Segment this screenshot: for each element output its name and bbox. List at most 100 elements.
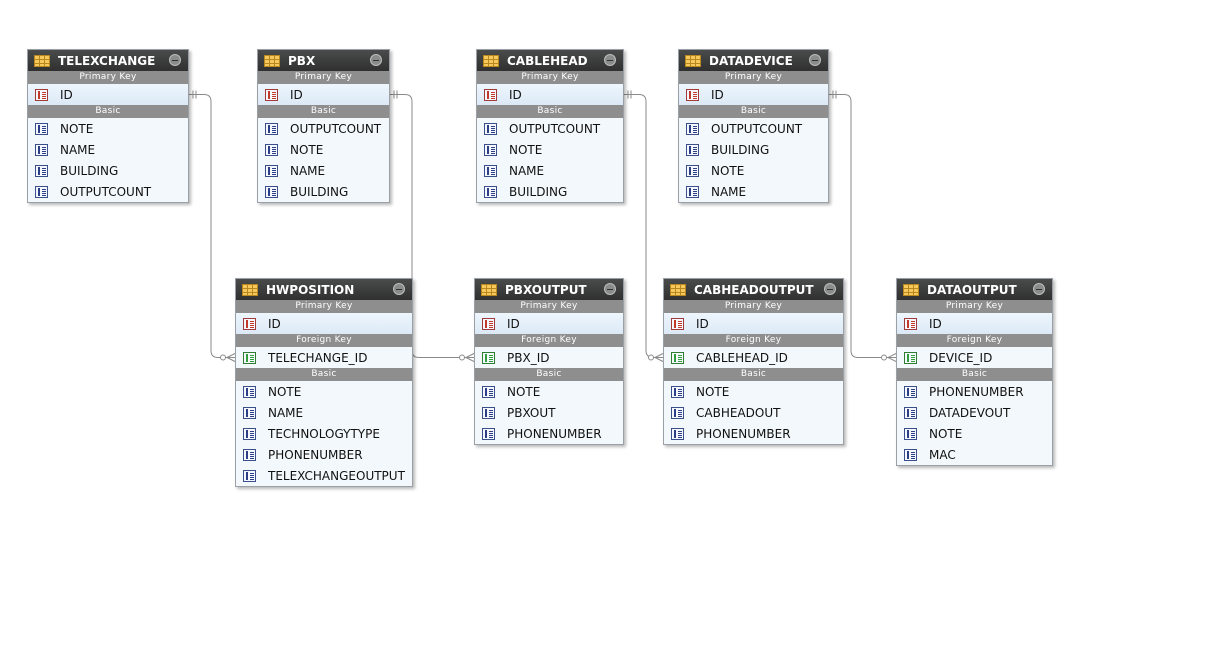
basic-column-row[interactable]: NOTE	[28, 118, 188, 139]
collapse-icon[interactable]	[370, 54, 382, 66]
basic-column-row[interactable]: BUILDING	[477, 181, 623, 202]
entity-header[interactable]: HWPOSITION	[236, 279, 412, 300]
primary-key-column-row[interactable]: ID	[475, 313, 623, 334]
table-icon	[242, 283, 258, 296]
foreign-key-column-icon	[482, 351, 495, 364]
basic-column-row[interactable]: PHONENUMBER	[475, 423, 623, 444]
many-marker	[465, 353, 475, 358]
basic-column-row[interactable]: BUILDING	[679, 139, 828, 160]
basic-column-row[interactable]: NOTE	[679, 160, 828, 181]
basic-column-row[interactable]: OUTPUTCOUNT	[477, 118, 623, 139]
foreign-key-column-row[interactable]: DEVICE_ID	[897, 347, 1052, 368]
column-icon	[482, 427, 495, 440]
primary-key-column-row[interactable]: ID	[477, 84, 623, 105]
basic-section-header: Basic	[236, 368, 412, 381]
primary-key-column-row[interactable]: ID	[664, 313, 843, 334]
column-name: NAME	[290, 163, 326, 178]
foreign-key-section-header: Foreign Key	[664, 334, 843, 347]
entity-header[interactable]: TELEXCHANGE	[28, 50, 188, 71]
foreign-key-column-row[interactable]: TELECHANGE_ID	[236, 347, 412, 368]
basic-column-row[interactable]: NOTE	[475, 381, 623, 402]
basic-column-row[interactable]: CABHEADOUT	[664, 402, 843, 423]
relationship-line[interactable]	[189, 94, 235, 358]
basic-column-row[interactable]: NOTE	[897, 423, 1052, 444]
column-name: ID	[268, 316, 281, 331]
column-name: PHONENUMBER	[268, 447, 363, 462]
basic-column-row[interactable]: NAME	[236, 402, 412, 423]
basic-section-header: Basic	[475, 368, 623, 381]
basic-column-row[interactable]: OUTPUTCOUNT	[258, 118, 389, 139]
basic-column-row[interactable]: NAME	[477, 160, 623, 181]
column-name: BUILDING	[60, 163, 119, 178]
entity-header[interactable]: CABLEHEAD	[477, 50, 623, 71]
column-icon	[904, 406, 917, 419]
entity-header[interactable]: DATAOUTPUT	[897, 279, 1052, 300]
collapse-icon[interactable]	[604, 54, 616, 66]
column-icon	[35, 122, 48, 135]
column-name: OUTPUTCOUNT	[711, 121, 803, 136]
collapse-icon[interactable]	[604, 283, 616, 295]
basic-column-row[interactable]: NAME	[258, 160, 389, 181]
collapse-icon[interactable]	[1033, 283, 1045, 295]
primary-key-column-icon	[35, 88, 48, 101]
primary-key-column-row[interactable]: ID	[897, 313, 1052, 334]
basic-column-row[interactable]: NOTE	[236, 381, 412, 402]
basic-column-row[interactable]: OUTPUTCOUNT	[28, 181, 188, 202]
basic-column-row[interactable]: NAME	[679, 181, 828, 202]
foreign-key-column-row[interactable]: PBX_ID	[475, 347, 623, 368]
basic-column-row[interactable]: TELEXCHANGEOUTPUT	[236, 465, 412, 486]
collapse-icon[interactable]	[393, 283, 405, 295]
basic-column-row[interactable]: TECHNOLOGYTYPE	[236, 423, 412, 444]
primary-key-column-row[interactable]: ID	[236, 313, 412, 334]
foreign-key-column-row[interactable]: CABLEHEAD_ID	[664, 347, 843, 368]
basic-column-row[interactable]: OUTPUTCOUNT	[679, 118, 828, 139]
collapse-icon[interactable]	[169, 54, 181, 66]
column-name: NOTE	[60, 121, 94, 136]
entity-header[interactable]: CABHEADOUTPUT	[664, 279, 843, 300]
basic-column-row[interactable]: PHONENUMBER	[236, 444, 412, 465]
basic-column-row[interactable]: NAME	[28, 139, 188, 160]
basic-section-header: Basic	[664, 368, 843, 381]
basic-section-header: Basic	[679, 105, 828, 118]
entity-header[interactable]: PBX	[258, 50, 389, 71]
column-name: OUTPUTCOUNT	[60, 184, 152, 199]
column-icon	[243, 469, 256, 482]
collapse-icon[interactable]	[809, 54, 821, 66]
column-name: DEVICE_ID	[929, 350, 993, 365]
collapse-icon[interactable]	[824, 283, 836, 295]
column-icon	[265, 122, 278, 135]
basic-column-row[interactable]: NOTE	[258, 139, 389, 160]
basic-column-row[interactable]: PHONENUMBER	[664, 423, 843, 444]
primary-key-section-header: Primary Key	[897, 300, 1052, 313]
entity-title: CABHEADOUTPUT	[694, 282, 814, 297]
entity-header[interactable]: DATADEVICE	[679, 50, 828, 71]
entity-header[interactable]: PBXOUTPUT	[475, 279, 623, 300]
relationship-line[interactable]	[624, 94, 663, 358]
basic-column-row[interactable]: DATADEVOUT	[897, 402, 1052, 423]
basic-column-row[interactable]: PBXOUT	[475, 402, 623, 423]
primary-key-column-row[interactable]: ID	[28, 84, 188, 105]
basic-column-row[interactable]: BUILDING	[258, 181, 389, 202]
basic-section-header: Basic	[258, 105, 389, 118]
primary-key-column-row[interactable]: ID	[679, 84, 828, 105]
primary-key-section-header: Primary Key	[258, 71, 389, 84]
column-icon	[243, 427, 256, 440]
basic-column-row[interactable]: PHONENUMBER	[897, 381, 1052, 402]
column-name: NAME	[509, 163, 545, 178]
column-name: NOTE	[509, 142, 543, 157]
basic-column-row[interactable]: BUILDING	[28, 160, 188, 181]
basic-column-row[interactable]: MAC	[897, 444, 1052, 465]
primary-key-column-row[interactable]: ID	[258, 84, 389, 105]
basic-column-row[interactable]: NOTE	[477, 139, 623, 160]
column-name: MAC	[929, 447, 956, 462]
basic-column-row[interactable]: NOTE	[664, 381, 843, 402]
